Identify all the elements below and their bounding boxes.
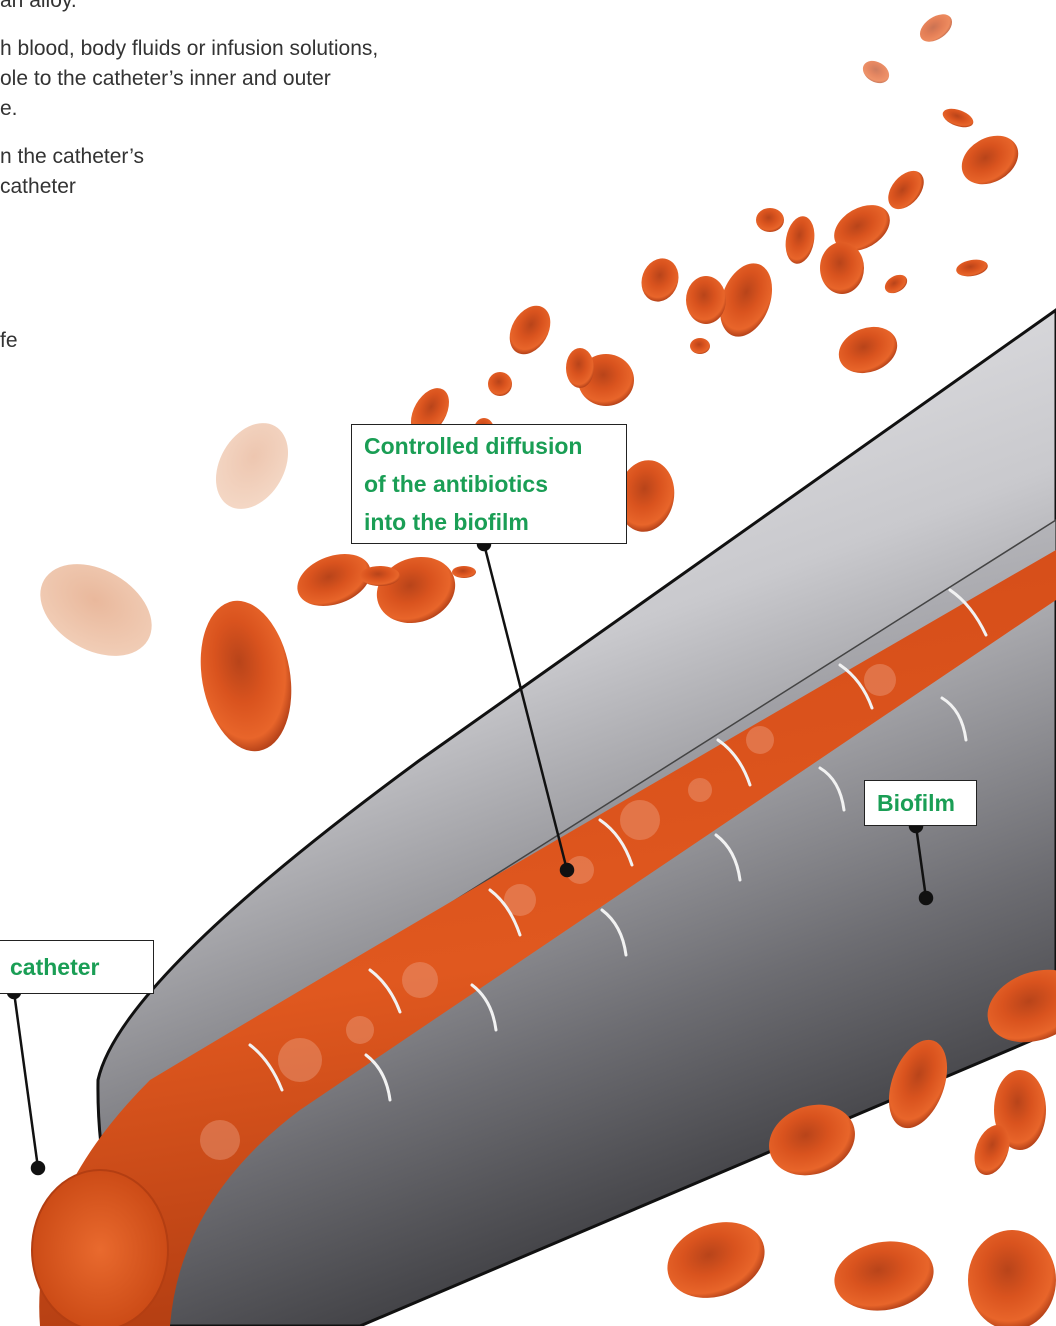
callout-line: into the biofilm: [364, 503, 614, 541]
callout-catheter: catheter: [0, 940, 154, 994]
body-line: e.: [0, 94, 520, 124]
body-paragraph-3: n the catheter’s catheter: [0, 142, 520, 202]
callout-line: catheter: [10, 943, 141, 991]
body-line: ole to the catheter’s inner and outer: [0, 64, 520, 94]
body-paragraph-1: an alloy.: [0, 0, 520, 16]
callout-biofilm: Biofilm: [864, 780, 977, 826]
leader-catheter-dot-bottom: [32, 1162, 44, 1174]
callout-controlled-diffusion: Controlled diffusion of the antibiotics …: [351, 424, 627, 544]
leader-diffusion-dot-bottom: [561, 864, 573, 876]
callout-line: Biofilm: [877, 783, 964, 823]
body-text: an alloy. h blood, body fluids or infusi…: [0, 0, 520, 374]
body-line: h blood, body fluids or infusion solutio…: [0, 34, 520, 64]
leader-catheter: [14, 992, 38, 1168]
body-paragraph-4: fe: [0, 326, 520, 356]
callout-line: of the antibiotics: [364, 465, 614, 503]
body-line: catheter: [0, 172, 520, 202]
leader-biofilm-dot-bottom: [920, 892, 932, 904]
body-line: n the catheter’s: [0, 142, 520, 172]
body-paragraph-2: h blood, body fluids or infusion solutio…: [0, 34, 520, 124]
body-line: an alloy.: [0, 0, 520, 16]
body-line: fe: [0, 326, 520, 356]
callout-line: Controlled diffusion: [364, 427, 614, 465]
